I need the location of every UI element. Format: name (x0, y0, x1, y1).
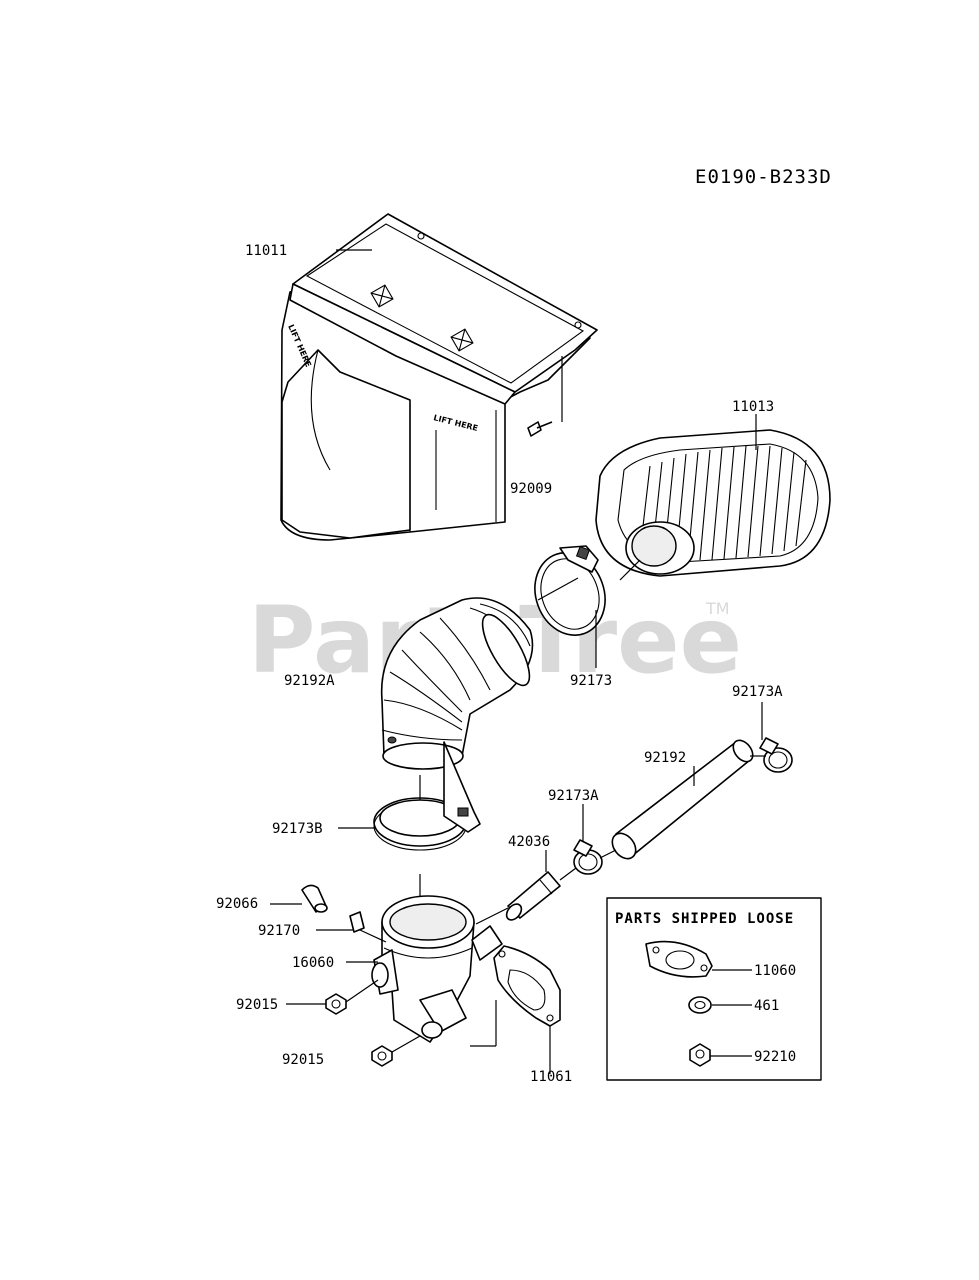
label-11061: 11061 (530, 1069, 572, 1085)
leader-lines (270, 249, 766, 1074)
label-11013: 11013 (732, 399, 774, 415)
label-92015-b: 92015 (282, 1052, 324, 1068)
washer-461 (688, 996, 712, 1014)
intake-pipe-16060 (371, 895, 503, 1043)
hose-clamp-92173B (373, 741, 481, 851)
elbow-hose-92192A (380, 597, 534, 770)
label-16060: 16060 (292, 955, 334, 971)
label-92173: 92173 (570, 673, 612, 689)
label-11011: 11011 (245, 243, 287, 259)
watermark-trademark: TM (705, 599, 730, 618)
screw-92009 (527, 421, 553, 437)
air-filter-element-11013 (595, 429, 831, 577)
gasket-11060 (645, 940, 713, 978)
clip-92170 (349, 911, 365, 933)
hose-clamp-92173A-middle (573, 839, 603, 875)
diagram-code: E0190-B233D (695, 166, 832, 188)
label-92009: 92009 (510, 481, 552, 497)
gasket-11061 (493, 945, 561, 1027)
parts-box-title: PARTS SHIPPED LOOSE (615, 911, 794, 927)
label-92210: 92210 (754, 1049, 796, 1065)
label-92173B: 92173B (272, 821, 323, 837)
hose-clamp-92173 (534, 545, 606, 636)
nut-92015-a (325, 993, 347, 1015)
air-cleaner-cover-11011: LIFT HERE LIFT HERE (280, 213, 598, 541)
nut-92015-b (371, 1045, 393, 1067)
label-92066: 92066 (216, 896, 258, 912)
label-92173A-middle: 92173A (548, 788, 599, 804)
label-92192: 92192 (644, 750, 686, 766)
hose-92192 (611, 739, 754, 860)
label-461: 461 (754, 998, 779, 1014)
label-92173A-top: 92173A (732, 684, 783, 700)
nut-92210 (689, 1043, 711, 1067)
parts-shipped-loose-box: PARTS SHIPPED LOOSE (606, 897, 822, 1081)
label-92170: 92170 (258, 923, 300, 939)
label-92015-a: 92015 (236, 997, 278, 1013)
label-11060: 11060 (754, 963, 796, 979)
part-labels: 11011 11013 92009 92173 92192A 92173A 92… (216, 243, 796, 1085)
fitting-42036 (505, 871, 561, 921)
cap-92066 (301, 884, 328, 913)
hose-clamp-92173A-top (759, 737, 793, 773)
label-42036: 42036 (508, 834, 550, 850)
label-92192A: 92192A (284, 673, 335, 689)
